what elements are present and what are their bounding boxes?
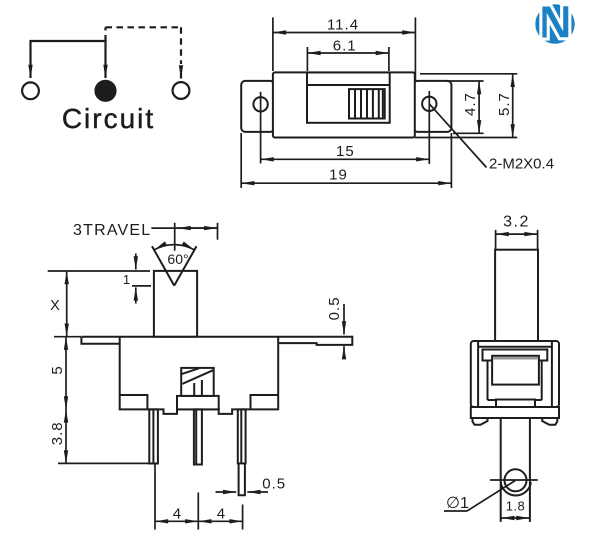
svg-text:19: 19	[329, 167, 348, 184]
svg-text:0.5: 0.5	[326, 296, 343, 320]
svg-text:6.1: 6.1	[333, 38, 357, 55]
svg-text:60°: 60°	[167, 251, 188, 267]
svg-text:1: 1	[123, 272, 130, 287]
svg-text:X: X	[50, 298, 60, 314]
svg-text:∅1: ∅1	[446, 495, 469, 512]
svg-text:2-M2X0.4: 2-M2X0.4	[489, 156, 554, 173]
svg-text:4: 4	[217, 506, 225, 523]
svg-text:5: 5	[49, 366, 66, 374]
svg-text:3.8: 3.8	[49, 421, 66, 445]
svg-text:3TRAVEL: 3TRAVEL	[73, 222, 151, 239]
svg-text:0.5: 0.5	[262, 476, 286, 493]
svg-text:4.7: 4.7	[462, 92, 479, 116]
svg-text:4: 4	[173, 506, 181, 523]
svg-text:5.7: 5.7	[496, 92, 513, 116]
svg-text:Circuit: Circuit	[62, 103, 155, 134]
svg-text:1.8: 1.8	[506, 499, 526, 514]
svg-text:3.2: 3.2	[503, 214, 530, 231]
svg-text:11.4: 11.4	[327, 16, 359, 33]
svg-text:15: 15	[336, 143, 355, 160]
